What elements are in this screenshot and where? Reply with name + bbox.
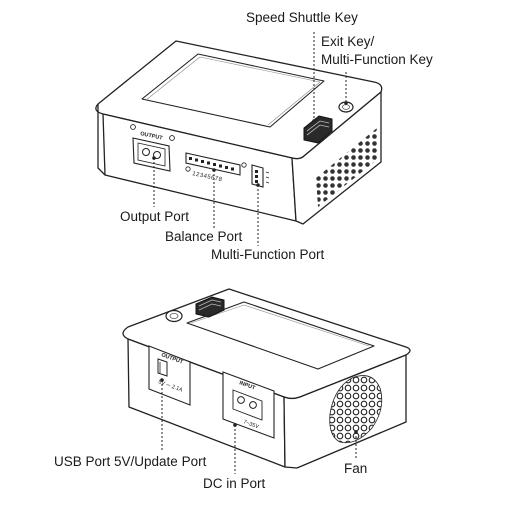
top-output-port: OUTPUT — [130, 124, 175, 172]
multi-function-port-label: Multi-Function Port — [211, 247, 325, 262]
speed-shuttle-key-label: Speed Shuttle Key — [246, 10, 358, 25]
exit-key-label-line1: Exit Key/ — [321, 34, 375, 49]
dc-input-label: INPUT — [238, 380, 256, 392]
top-output-port-label: OUTPUT — [140, 131, 164, 142]
multi-function-port — [251, 164, 270, 188]
bottom-charger-screen — [186, 301, 375, 370]
speed-shuttle-key-icon — [303, 115, 333, 144]
balance-port-label: Balance Port — [165, 229, 243, 244]
usb-port-label: USB Port 5V/Update Port — [54, 454, 207, 469]
top-callout-lines — [152, 32, 348, 246]
top-charger-right-face — [291, 91, 382, 225]
bottom-callout-lines — [160, 378, 358, 474]
output-port-label: Output Port — [120, 209, 190, 224]
bottom-exit-key-icon — [165, 309, 183, 323]
exit-key-icon — [338, 101, 354, 113]
dc-input-rating: 7~35V — [242, 419, 259, 430]
dc-input-panel: INPUT 7~35V — [222, 371, 275, 439]
bottom-charger-fan-grill — [329, 375, 383, 444]
exit-key-label-line2: Multi-Function Key — [321, 52, 433, 67]
bottom-speed-shuttle-key-icon — [195, 296, 225, 318]
dc-in-port-label: DC in Port — [203, 476, 266, 491]
fan-label: Fan — [344, 461, 368, 476]
top-charger-screen — [141, 53, 325, 128]
top-charger — [95, 40, 383, 225]
top-charger-vents — [316, 128, 377, 207]
